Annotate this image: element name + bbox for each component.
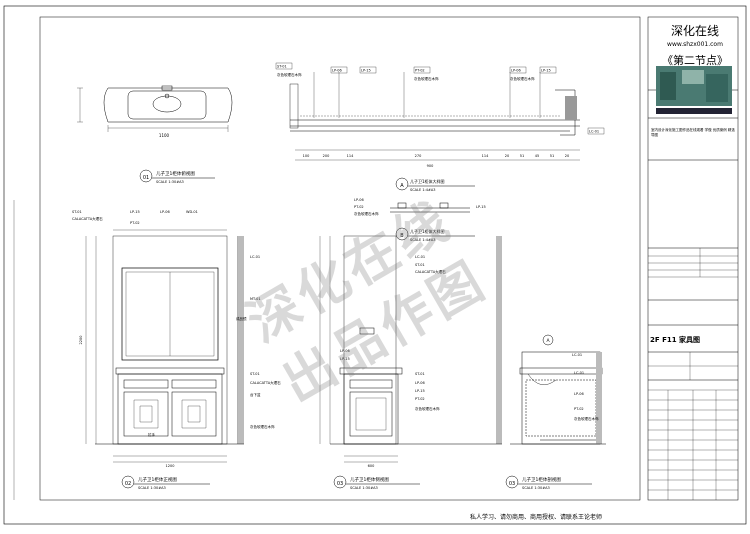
v03b-pt02: PT-02 xyxy=(574,407,584,411)
v03-lp06b: LP-06 xyxy=(340,349,350,353)
callout-b: B xyxy=(400,233,404,239)
view-03b-scale: SCALE 1:30#A3 xyxy=(522,486,550,490)
strip-label-lp15: LP-15 xyxy=(361,69,371,73)
strip-label-lp06: LP-06 xyxy=(332,69,342,73)
detail-b-title: 儿子卫1柜体大样图 xyxy=(410,228,445,234)
v02-st01: ST-01 xyxy=(72,210,82,214)
view-02-front xyxy=(85,229,244,463)
strip-dim-5: 20 xyxy=(505,154,509,158)
v03-pt02: PT-02 xyxy=(415,397,425,401)
section-detail-strip xyxy=(289,72,580,161)
callout-a: A xyxy=(400,183,404,189)
v02-marble: 灰色软理石木饰 xyxy=(250,424,275,429)
strip-dim-6: 51 xyxy=(520,154,524,158)
strip-dim-1: 200 xyxy=(323,154,330,158)
v03-marble: 灰色软理石木饰 xyxy=(415,406,440,411)
strip-label-st01: ST-01 xyxy=(277,65,287,69)
detB-lp15: LP-15 xyxy=(476,205,486,209)
view-02-title: 儿子卫1柜体正视图 xyxy=(138,476,177,483)
v03-lc01: LC-01 xyxy=(415,255,425,259)
strip-label-marble-2: 灰色软理石木饰 xyxy=(414,76,439,81)
detail-a-scale: SCALE 1:4#A3 xyxy=(410,188,436,192)
v03b-lp06: LP-06 xyxy=(574,392,584,396)
v02-calacatta: CALACATTA大理石 xyxy=(72,216,103,221)
strip-dim-4: 114 xyxy=(482,154,489,158)
view-01-number: 01 xyxy=(143,175,149,181)
v02-width-dim: 1200 xyxy=(166,464,175,468)
callout-a-section: A xyxy=(546,338,550,344)
v03-width-dim: 600 xyxy=(368,464,375,468)
strip-label-marble-3: 灰色软理石木饰 xyxy=(510,76,535,81)
v03-st01: ST-01 xyxy=(415,263,425,267)
strip-dim-8: 51 xyxy=(550,154,554,158)
strip-label-pt02: PT-02 xyxy=(415,69,425,73)
v02-sink: 台下盆 xyxy=(250,392,261,397)
brand-url: www.shzx001.com xyxy=(667,41,723,48)
v02-lc01: LC-01 xyxy=(250,255,260,259)
strip-dim-total: 900 xyxy=(427,164,434,168)
detail-b-scale: SCALE 1:4#A3 xyxy=(410,238,436,242)
v03-lp15: LP-15 xyxy=(415,389,425,393)
detB-pt02: PT-02 xyxy=(354,205,364,209)
view-01-title: 儿子卫1柜体俯视图 xyxy=(156,170,195,177)
view-03-title: 儿子卫1柜体侧视图 xyxy=(350,476,389,483)
strip-label-lc01: LC-01 xyxy=(589,130,599,134)
strip-label-lp06b: LP-06 xyxy=(511,69,521,73)
v02-height-dim: 2200 xyxy=(79,336,83,345)
view-03b-title: 儿子卫1柜体剖视图 xyxy=(522,476,561,483)
detail-b-profile xyxy=(390,202,470,213)
v02-pt02: PT-02 xyxy=(130,221,140,225)
inner-frame xyxy=(39,16,641,501)
v02-lp06: LP-06 xyxy=(160,210,170,214)
detB-lp06: LP-06 xyxy=(354,198,364,202)
photo-caption-bar xyxy=(656,108,732,114)
brand-note: 室内设计深化施工图作品在线观看 学做 优质案例 精选导图 xyxy=(651,128,735,137)
strip-dim-3: 270 xyxy=(415,154,422,158)
v03b-lc01b: LC-01 xyxy=(574,371,584,375)
v03b-lc01: LC-01 xyxy=(572,353,582,357)
view-03b-section xyxy=(510,351,606,445)
view-02-scale: SCALE 1:30#A3 xyxy=(138,486,166,490)
detB-marble: 灰色软理石木饰 xyxy=(354,211,379,216)
v02-mirror: 成品镜 xyxy=(236,316,247,321)
brand-name: 深化在线 xyxy=(670,24,719,38)
detail-a-title: 儿子卫1柜体大样图 xyxy=(410,178,445,184)
v03-lp15b: LP-15 xyxy=(340,357,350,361)
view-01-plan xyxy=(77,85,233,132)
strip-label-marble-1: 灰色软理石木饰 xyxy=(277,72,302,77)
v02-st01b: ST-01 xyxy=(250,372,260,376)
v03b-marble: 灰色软理石木饰 xyxy=(574,416,599,421)
drawing-name: 2F F11 家具图 xyxy=(650,336,701,344)
v03-st01b: ST-01 xyxy=(415,372,425,376)
strip-dim-0: 100 xyxy=(303,154,310,158)
view-03-scale: SCALE 1:30#A3 xyxy=(350,486,378,490)
view-03-side xyxy=(319,235,502,463)
v02-calacatta-b: CALACATTA大理石 xyxy=(250,380,281,385)
view-03b-number: 03 xyxy=(509,481,515,487)
view-01-scale: SCALE 1:30#A3 xyxy=(156,180,184,184)
view-02-number: 02 xyxy=(125,481,131,487)
v02-pull: 拉手 xyxy=(148,432,155,437)
footer-note: 私人学习、请勿商用、商用授权、请联系王论老师 xyxy=(470,514,603,521)
v02-lp15: LP-15 xyxy=(130,210,140,214)
v01-width-dim: 1100 xyxy=(159,133,170,138)
strip-label-lp15b: LP-15 xyxy=(541,69,551,73)
v02-mt01: MT-01 xyxy=(250,297,261,301)
view-03-number: 03 xyxy=(337,481,343,487)
v02-wd01: WD-01 xyxy=(186,210,198,214)
v03-lp06: LP-06 xyxy=(415,381,425,385)
strip-dim-9: 20 xyxy=(565,154,569,158)
strip-dim-7: 45 xyxy=(535,154,539,158)
node-title: 《第二节点》 xyxy=(662,54,728,67)
outer-border xyxy=(3,5,747,525)
v03-calacatta: CALACATTA大理石 xyxy=(415,269,446,274)
strip-dim-2: 114 xyxy=(347,154,354,158)
